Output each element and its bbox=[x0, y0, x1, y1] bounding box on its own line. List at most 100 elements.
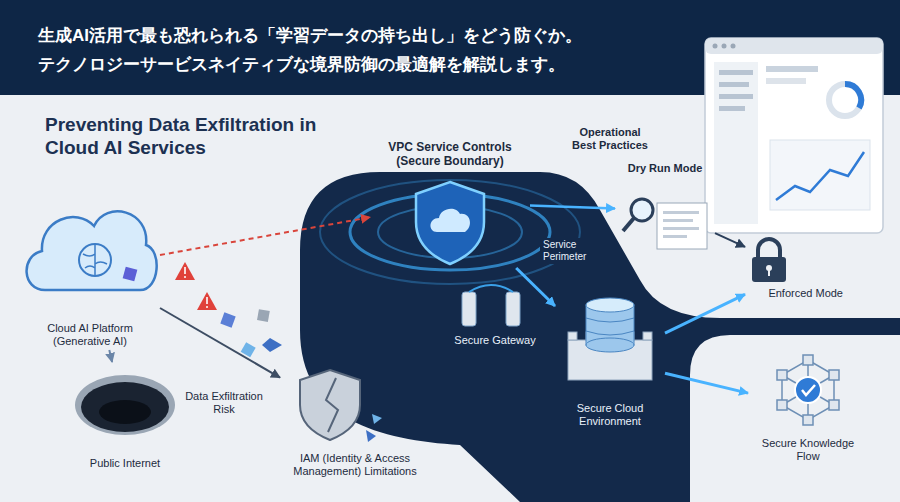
browser-window bbox=[731, 44, 736, 49]
magnifier-document bbox=[657, 203, 707, 249]
labelled-icon: Dry Run Mode bbox=[615, 160, 715, 260]
network-icon bbox=[777, 400, 787, 410]
labelled-icon: VPC Service Controls (Secure Boundary) bbox=[370, 138, 530, 268]
gateway-label-box: Secure Gateway bbox=[445, 334, 545, 347]
title: Preventing Data Exfiltration in Cloud AI… bbox=[45, 113, 345, 159]
gateway-label: Secure Gateway bbox=[445, 334, 545, 347]
flow-arrow bbox=[715, 233, 745, 247]
broken-shield bbox=[366, 430, 376, 442]
lock-icon bbox=[758, 239, 780, 258]
magnifier-document bbox=[663, 227, 699, 230]
browser-window bbox=[719, 70, 753, 75]
internet-hole bbox=[81, 382, 169, 432]
practice-label-box: Operational Best Practices bbox=[567, 126, 653, 152]
node-label: IAM (Identity & Access Management) Limit… bbox=[285, 452, 425, 478]
node-label: Dry Run Mode bbox=[628, 162, 703, 175]
perimeter-ring bbox=[320, 180, 580, 284]
flow-arrow bbox=[665, 373, 748, 393]
warning-icon bbox=[206, 306, 208, 308]
gateway bbox=[462, 292, 476, 326]
perimeter-label-box: Service Perimeter bbox=[540, 238, 596, 264]
broken-shield bbox=[300, 370, 360, 440]
browser-window bbox=[766, 78, 806, 84]
cloud-icon bbox=[27, 211, 157, 290]
magnifier-document bbox=[623, 218, 634, 231]
network-icon bbox=[803, 355, 813, 365]
database-fortress bbox=[568, 298, 652, 380]
browser-window bbox=[829, 84, 861, 116]
browser-window bbox=[705, 38, 883, 233]
node-label: Enforced Mode bbox=[768, 287, 843, 300]
gateway bbox=[469, 285, 513, 292]
flow-arrow bbox=[530, 206, 615, 209]
database-fortress bbox=[643, 332, 652, 340]
lock-icon bbox=[752, 239, 786, 282]
data-cube bbox=[220, 312, 235, 327]
practice-label: Operational Best Practices bbox=[567, 126, 653, 152]
labelled-icon: Cloud AI Platform (Generative AI) bbox=[20, 185, 160, 350]
cloud-icon bbox=[27, 211, 157, 290]
flow-arrow bbox=[160, 308, 280, 378]
magnifier-document bbox=[663, 211, 699, 214]
browser-window bbox=[705, 38, 883, 54]
network-icon bbox=[803, 415, 813, 425]
node-label: Public Internet bbox=[90, 457, 160, 470]
warning-icon bbox=[175, 262, 217, 310]
browser-window bbox=[714, 62, 758, 224]
shield-icon bbox=[416, 182, 484, 264]
warning-icon bbox=[175, 262, 195, 280]
node-label: Secure Cloud Environment bbox=[565, 402, 655, 428]
browser-window bbox=[713, 44, 718, 49]
node-label: Cloud AI Platform (Generative AI) bbox=[38, 322, 143, 348]
database-fortress bbox=[586, 298, 634, 312]
lock-icon bbox=[768, 269, 770, 276]
labelled-icon: Secure Knowledge Flow bbox=[748, 350, 868, 465]
warning-icon bbox=[206, 297, 208, 304]
perimeter-label: Service Perimeter bbox=[540, 238, 596, 264]
header-line-box: テクノロジーサービスネイティブな境界防御の最適解を解説します。 bbox=[38, 55, 698, 75]
labelled-icon: IAM (Identity & Access Management) Limit… bbox=[280, 362, 430, 480]
database-fortress bbox=[568, 332, 577, 340]
browser-window bbox=[766, 66, 818, 72]
flow-arrow bbox=[160, 217, 370, 255]
magnifier-document bbox=[623, 199, 707, 249]
warning-icon bbox=[197, 292, 217, 310]
browser-window bbox=[722, 44, 727, 49]
flow-arrow bbox=[665, 294, 745, 333]
perimeter-ring bbox=[320, 180, 580, 284]
broken-shield bbox=[326, 378, 338, 432]
warning-icon bbox=[184, 276, 186, 278]
network-icon bbox=[802, 385, 815, 395]
browser-window bbox=[770, 140, 870, 210]
magnifier-document bbox=[663, 235, 687, 238]
network-icon bbox=[795, 377, 821, 403]
shield-icon bbox=[416, 182, 484, 264]
database-fortress bbox=[586, 318, 634, 335]
browser-window bbox=[705, 38, 883, 233]
internet-hole bbox=[99, 400, 151, 424]
labelled-icon: Secure Cloud Environment bbox=[555, 290, 665, 430]
browser-window bbox=[719, 82, 749, 87]
header-line: テクノロジーサービスネイティブな境界防御の最適解を解説します。 bbox=[38, 55, 698, 75]
network-icon bbox=[777, 355, 839, 425]
cloud-icon bbox=[83, 244, 107, 276]
risk-label-box: Data Exfiltration Risk bbox=[176, 390, 272, 416]
shield-icon bbox=[430, 209, 470, 232]
gateway bbox=[506, 292, 520, 326]
data-cube bbox=[220, 309, 282, 357]
internet-hole bbox=[75, 375, 175, 435]
network-icon bbox=[777, 370, 787, 380]
magnifier-document bbox=[631, 199, 653, 221]
network-icon bbox=[782, 360, 834, 420]
cloud-icon bbox=[123, 267, 138, 282]
broken-shield bbox=[300, 370, 382, 442]
cloud-icon bbox=[79, 244, 111, 276]
internet-hole bbox=[75, 375, 175, 435]
flow-arrow bbox=[109, 350, 112, 362]
network-icon bbox=[829, 400, 839, 410]
title-block: Preventing Data Exfiltration in Cloud AI… bbox=[45, 113, 345, 159]
broken-shield bbox=[372, 414, 382, 424]
